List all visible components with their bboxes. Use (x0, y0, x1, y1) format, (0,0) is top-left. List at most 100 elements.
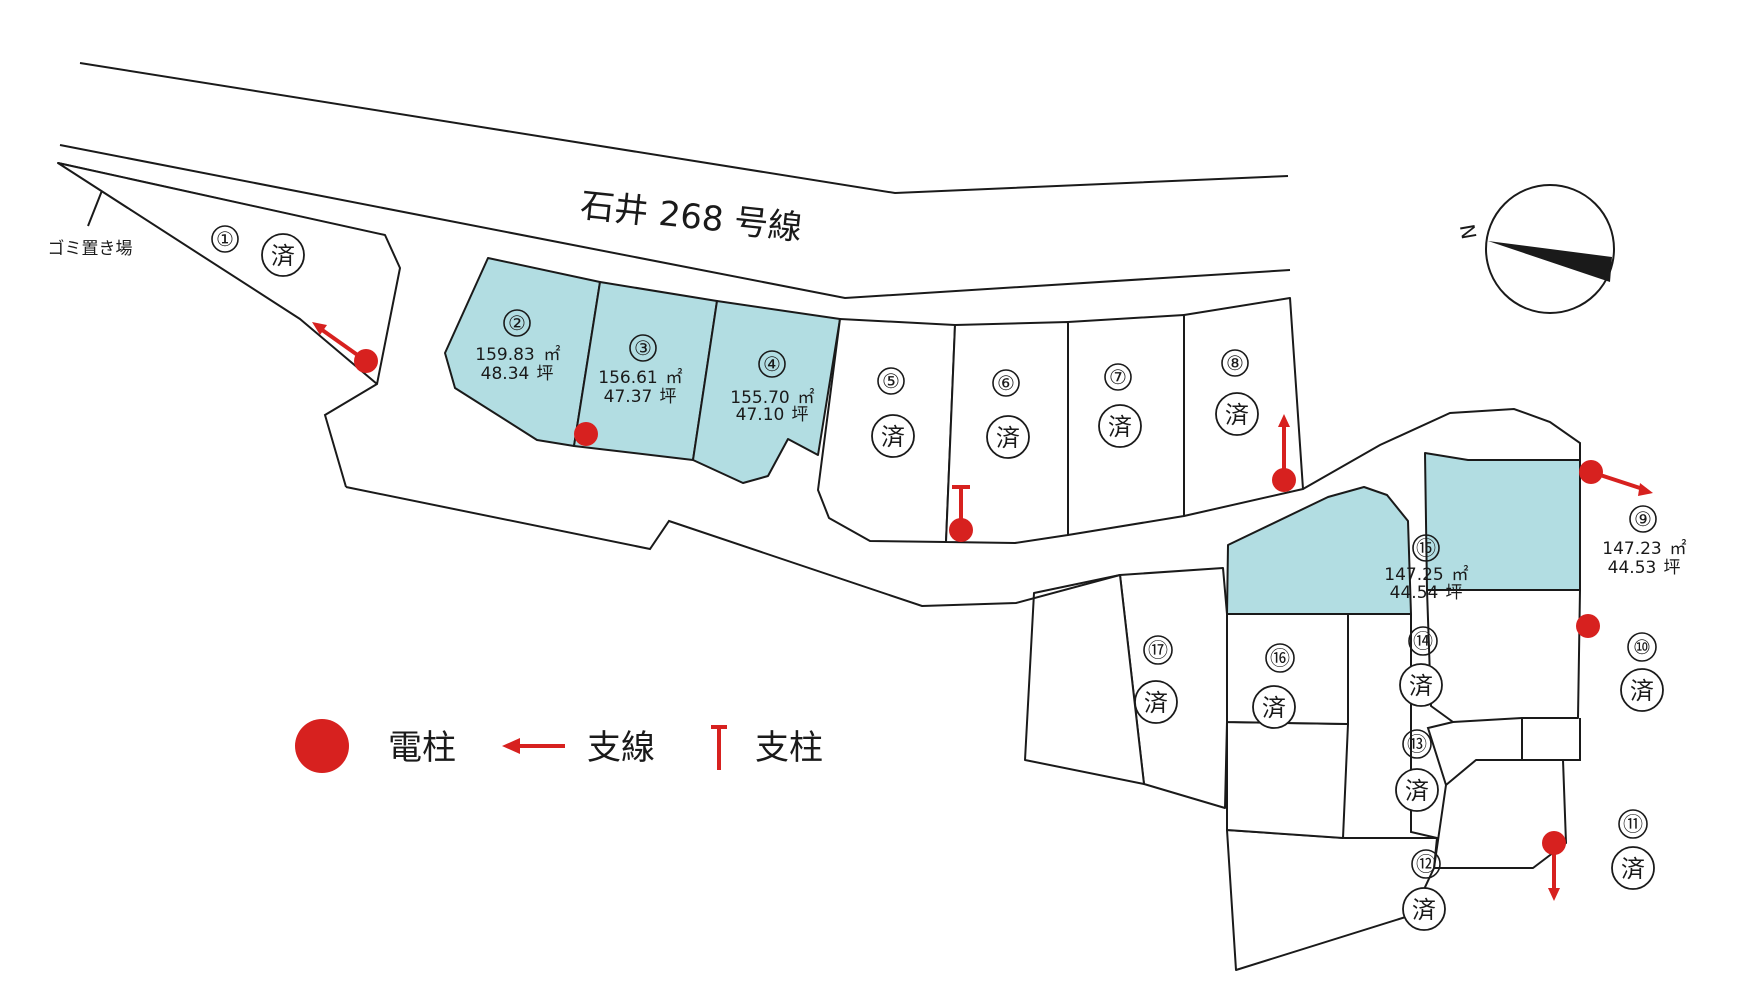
lot-16-number-circle (1265, 643, 1295, 673)
lot-14-sold-circle (1399, 663, 1443, 707)
lot-2-tsubo-unit: 坪 (537, 364, 554, 384)
lot-5-number: ⑤ (882, 369, 900, 393)
lot-15-tsubo-unit: 坪 (1446, 583, 1463, 603)
garbage-area-label: ゴミ置き場 (48, 238, 133, 259)
north-arrow: N (1455, 184, 1615, 314)
lot-7-labels: ⑦ 済 (1098, 363, 1142, 448)
utility-pole-7 (1542, 831, 1566, 855)
lot-3-labels: ③ 156.61 ㎡ 47.37 坪 (598, 334, 683, 407)
lot-16-labels: ⑯ 済 (1252, 643, 1296, 729)
lot-5-sold-circle (871, 414, 915, 458)
lot-4-number-circle (758, 350, 786, 378)
lot-15[interactable] (1226, 486, 1412, 615)
lot-13-number-circle (1402, 729, 1432, 759)
lot-3-area-tsubo: 47.37 (604, 387, 653, 407)
lot-5-labels: ⑤ 済 (871, 367, 915, 458)
lot-10-sold-circle (1620, 668, 1664, 712)
lot-16-number: ⑯ (1270, 646, 1290, 670)
lot-12-number-circle (1411, 849, 1441, 879)
lot-11-sold-circle (1611, 846, 1655, 890)
lot-10-number-circle (1627, 632, 1657, 662)
lot-2-number-circle (503, 309, 531, 337)
lot-2-number: ② (508, 311, 526, 335)
lot-9-area-tsubo: 44.53 (1608, 558, 1657, 578)
utility-pole-4 (1272, 468, 1296, 492)
legend-support-post-label: 支柱 (755, 728, 823, 768)
lot-7-number: ⑦ (1109, 365, 1127, 389)
lot-16-sold-mark: 済 (1262, 694, 1286, 722)
lot-9-area-m2: 147.23 (1602, 539, 1661, 559)
road-label: 石井 268 号線 (578, 186, 803, 249)
lot-10-number: ⑩ (1633, 635, 1651, 659)
lot-1-number-circle (211, 225, 239, 253)
lot-9-tsubo-unit: 坪 (1664, 558, 1681, 578)
lot-1-sold-mark: 済 (271, 242, 295, 270)
lot-11-number: ⑪ (1623, 812, 1643, 836)
lot-10[interactable] (1426, 589, 1581, 723)
lot-12-sold-mark: 済 (1412, 896, 1436, 924)
lot-1[interactable] (57, 162, 401, 385)
lot-7-sold-circle (1098, 404, 1142, 448)
lot-6-number-circle (992, 369, 1020, 397)
lot-9-area-unit: ㎡ (1670, 539, 1687, 559)
lot-16-sold-circle (1252, 685, 1296, 729)
lot-8-number: ⑧ (1226, 351, 1244, 375)
legend-guy-wire-label: 支線 (587, 728, 655, 768)
lot-3-number: ③ (634, 336, 652, 360)
lot-3-number-circle (629, 334, 657, 362)
lot-13[interactable] (1226, 721, 1349, 839)
lot-12[interactable] (1226, 829, 1438, 971)
lot-15-area-unit: ㎡ (1452, 565, 1469, 585)
lot-14-number-circle (1408, 626, 1438, 656)
lot-11-sold-mark: 済 (1621, 855, 1645, 883)
lot-10-labels: ⑩ 済 (1620, 632, 1664, 712)
lot-3-area-m2: 156.61 (598, 368, 657, 388)
lot-8-labels: ⑧ 済 (1215, 349, 1259, 436)
lot-2-area-m2: 159.83 (475, 345, 534, 365)
lot-3-tsubo-unit: 坪 (660, 387, 677, 407)
lot-6-labels: ⑥ 済 (986, 369, 1030, 459)
lot-9[interactable] (1424, 452, 1581, 591)
lot-4-area-tsubo: 47.10 (736, 405, 785, 425)
lot-15-area-m2: 147.25 (1384, 565, 1443, 585)
lot-8-sold-circle (1215, 392, 1259, 436)
lot-17-number-circle (1143, 635, 1173, 665)
utility-pole-2 (574, 422, 598, 446)
lot-4-tsubo-unit: 坪 (792, 405, 809, 425)
guy-wire-4-arrowhead (1548, 888, 1560, 901)
lot-17[interactable] (1024, 574, 1145, 785)
lot-11-number-circle (1618, 809, 1648, 839)
lot-12-labels: ⑫ 済 (1402, 849, 1446, 931)
lot-1-number: ① (216, 227, 234, 251)
lot-15-number: ⑮ (1416, 536, 1436, 560)
utility-pole-5 (1579, 460, 1603, 484)
compass-needle (1488, 241, 1612, 282)
lot-13-sold-mark: 済 (1405, 777, 1429, 805)
lot-15-area-tsubo: 44.54 (1390, 583, 1439, 603)
lot-17-number: ⑰ (1148, 638, 1168, 662)
utility-markers (312, 322, 1653, 901)
lot-2-labels: ② 159.83 ㎡ 48.34 坪 (475, 309, 561, 384)
legend-pole-icon (295, 719, 349, 773)
lot-5-sold-mark: 済 (881, 423, 905, 451)
lot-6-sold-mark: 済 (996, 424, 1020, 452)
lot-9-number: ⑨ (1634, 507, 1652, 531)
lot-10-sold-mark: 済 (1630, 677, 1654, 705)
lot-8-sold-mark: 済 (1225, 401, 1249, 429)
lot-15-number-circle (1412, 534, 1440, 562)
utility-pole-6 (1576, 614, 1600, 638)
lot-15-labels: ⑮ 147.25 ㎡ 44.54 坪 (1384, 534, 1469, 603)
lot-8-number-circle (1221, 349, 1249, 377)
lot-1-sold-circle (261, 233, 305, 277)
lot-14-labels: ⑭ 済 (1399, 626, 1443, 707)
lot-7-sold-mark: 済 (1108, 413, 1132, 441)
lot-2-area-tsubo: 48.34 (481, 364, 530, 384)
lot-4-labels: ④ 155.70 ㎡ 47.10 坪 (730, 350, 815, 425)
guy-wire-1-arrowhead (312, 322, 327, 335)
lots (57, 162, 1581, 971)
lot-12-sold-circle (1402, 887, 1446, 931)
lot-17-sold-mark: 済 (1144, 689, 1168, 717)
utility-pole-1 (354, 349, 378, 373)
lot-1-labels: ① 済 (211, 225, 305, 277)
